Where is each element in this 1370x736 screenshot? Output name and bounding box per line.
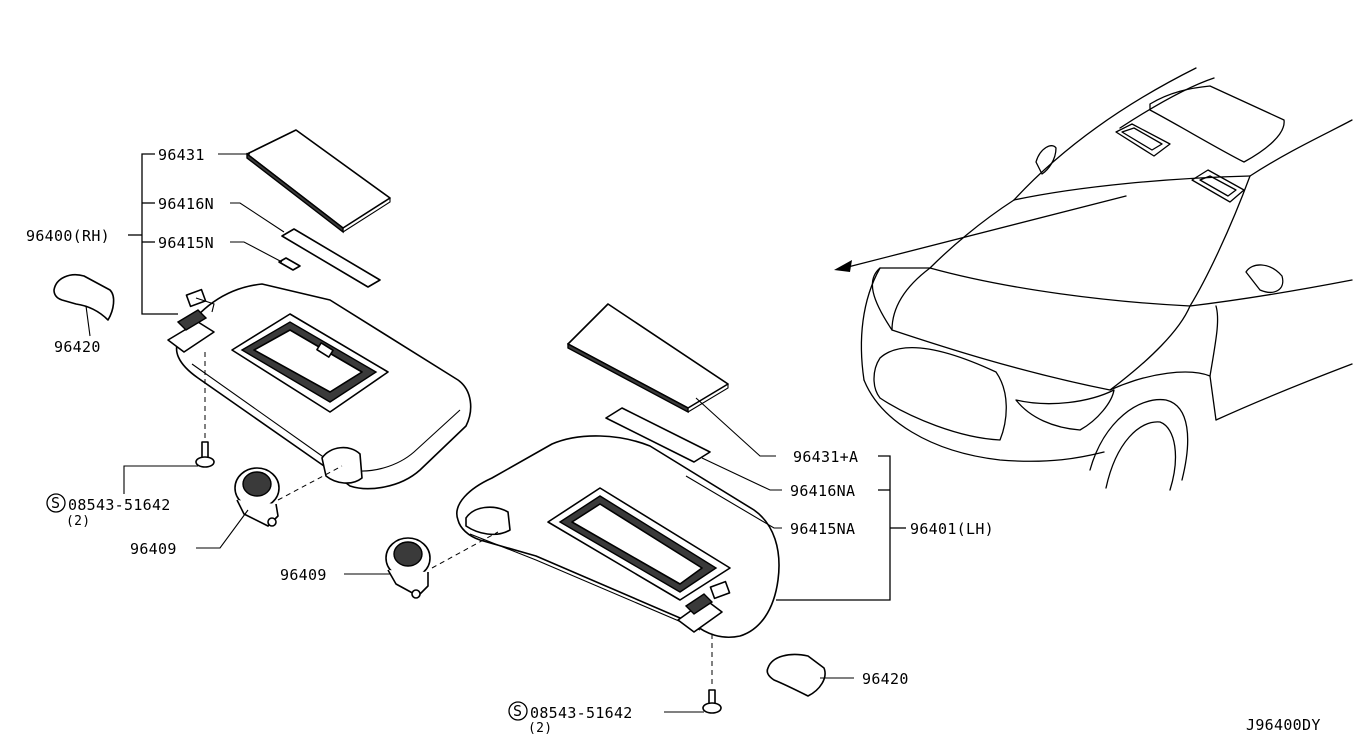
rh-clip-dashline <box>277 465 343 501</box>
lh-screw <box>702 634 722 714</box>
rh-mirror-lid <box>246 129 391 234</box>
screw-symbol-lh-text: S <box>513 702 522 720</box>
label-96420-rh: 96420 <box>54 338 101 356</box>
diagram-code: J96400DY <box>1246 716 1321 734</box>
label-96431: 96431 <box>158 146 205 164</box>
label-96416na: 96416NA <box>790 482 855 500</box>
label-96400-rh: 96400(RH) <box>26 227 110 245</box>
lh-visor-body <box>456 435 780 639</box>
rh-screw <box>195 352 215 468</box>
part-labels: 96431 96416N 96400(RH) 96415N 96420 S 08… <box>26 146 1321 736</box>
label-96409-lh: 96409 <box>280 566 327 584</box>
rh-label-large <box>281 228 381 288</box>
screw-symbol-rh-text: S <box>51 494 60 512</box>
label-96409-rh: 96409 <box>130 540 177 558</box>
vehicle-outline <box>834 67 1353 491</box>
rh-holder <box>53 274 115 321</box>
label-96416n: 96416N <box>158 195 214 213</box>
label-screw-rh: 08543-51642 <box>68 496 171 514</box>
lh-holder <box>766 653 826 697</box>
screw-symbol-rh <box>46 493 66 513</box>
lh-mirror-lid <box>567 303 729 414</box>
rh-visor-body <box>167 283 472 490</box>
rh-bracket <box>141 153 178 315</box>
label-96415na: 96415NA <box>790 520 855 538</box>
rh-visor-group <box>53 129 472 549</box>
rh-clip <box>234 467 280 527</box>
label-screw-qty-rh: (2) <box>66 514 90 529</box>
lh-clip <box>385 537 431 599</box>
label-96420-lh: 96420 <box>862 670 909 688</box>
screw-symbol-lh <box>508 701 528 721</box>
label-96401-lh: 96401(LH) <box>910 520 994 538</box>
lh-label-large <box>605 407 711 463</box>
label-96431a: 96431+A <box>793 448 858 466</box>
rh-label-small <box>278 257 301 271</box>
label-96415n: 96415N <box>158 234 214 252</box>
lh-clip-dashline <box>431 531 499 569</box>
label-screw-lh: 08543-51642 <box>530 704 633 722</box>
lh-visor-group <box>344 303 906 714</box>
label-screw-qty-lh: (2) <box>528 721 552 736</box>
